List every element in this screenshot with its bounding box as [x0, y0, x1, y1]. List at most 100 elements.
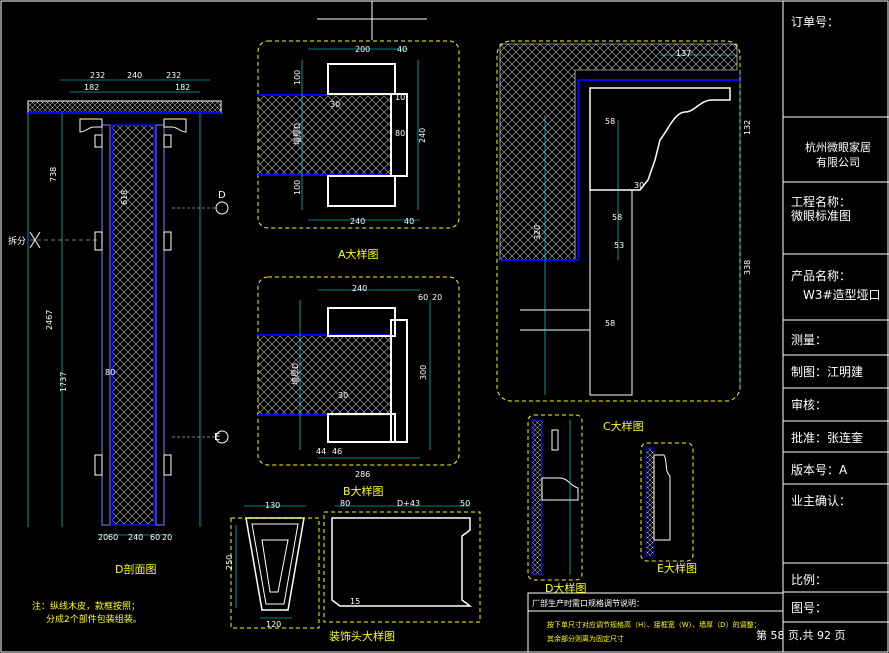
- note-box-line2: 其余部分则离为固定尺寸: [547, 634, 624, 643]
- title-company: 杭州微眼家居 有限公司: [790, 140, 886, 170]
- label-detail-e: E大样图: [657, 561, 697, 575]
- title-block-dividers: [783, 116, 889, 623]
- ornament-side: [331, 517, 473, 607]
- dim: 40: [404, 217, 414, 226]
- dim: 墙厚D: [290, 363, 300, 385]
- crown-left: [79, 118, 103, 133]
- callout-d-circle: [215, 201, 229, 215]
- dim: 182: [84, 83, 99, 92]
- dim: 137: [676, 49, 691, 58]
- dim: 20: [162, 533, 172, 542]
- dim: 240: [127, 71, 142, 80]
- title-project-label: 工程名称：: [791, 195, 852, 209]
- ceiling-slab: [27, 100, 222, 114]
- dim: 58: [612, 213, 622, 222]
- dim: 30: [634, 181, 644, 190]
- dim: 2467: [45, 310, 54, 330]
- title-drawn: 制图：江明建: [791, 365, 864, 379]
- note-box-title: 厂部生产时需口规格调节说明：: [532, 598, 644, 608]
- wall-core: [111, 124, 155, 526]
- title-product-value: W3#造型垭口: [803, 288, 881, 302]
- dim: 338: [743, 260, 752, 275]
- dim: 20: [98, 533, 108, 542]
- dim: 30: [338, 391, 348, 400]
- title-approve: 批准：张连奎: [791, 431, 864, 445]
- detail-a: [257, 40, 460, 229]
- label-marker-e: E: [214, 432, 220, 443]
- pillar-right: [155, 124, 165, 526]
- dim: 240: [350, 217, 365, 226]
- dim: 100: [293, 180, 302, 195]
- label-detail-c: C大样图: [603, 419, 644, 433]
- dim: 60: [108, 533, 118, 542]
- dim: 80: [105, 368, 115, 377]
- note-box-line1: 按下单尺寸对应调节规格高（H）、接框宽（W）、墙厚（D）的调整；: [547, 620, 761, 629]
- page-footer: 第 58 页,共 92 页: [756, 629, 846, 642]
- dim: 232: [90, 71, 105, 80]
- dim: 80: [395, 129, 405, 138]
- split-marker: [29, 231, 41, 249]
- dim: 200: [355, 45, 370, 54]
- note-left-2: 分成2个部件包装组装。: [46, 613, 142, 625]
- detail-d-box: [527, 414, 583, 581]
- dim: 15: [350, 597, 360, 606]
- ornament-front: [245, 517, 305, 611]
- dim: 286: [355, 470, 370, 479]
- label-detail-d: D大样图: [545, 581, 586, 595]
- dim: 240: [128, 533, 143, 542]
- title-scale: 比例：: [791, 573, 828, 587]
- title-version: 版本号：A: [791, 463, 848, 477]
- dim: 182: [175, 83, 190, 92]
- detail-c: [496, 40, 741, 402]
- dim: 250: [225, 555, 234, 570]
- company-line-1: 杭州微眼家居: [805, 141, 871, 154]
- crown-right: [163, 118, 187, 133]
- dim: 44: [316, 447, 326, 456]
- dim: 53: [614, 241, 624, 250]
- label-detail-b: B大样图: [343, 484, 384, 498]
- label-ornament: 装饰头大样图: [329, 629, 395, 643]
- dim: 320: [533, 225, 542, 240]
- pillar-left: [101, 124, 111, 526]
- dim: 50: [460, 499, 470, 508]
- dim: 618: [120, 190, 129, 205]
- label-split: 拆分: [8, 235, 26, 247]
- dim: 300: [419, 365, 428, 380]
- dim: 132: [743, 120, 752, 135]
- dim: 46: [332, 447, 342, 456]
- dim: 40: [397, 45, 407, 54]
- dim: D+43: [397, 499, 420, 508]
- dim: 1737: [59, 372, 68, 392]
- title-sheet: 图号：: [791, 601, 828, 615]
- title-order-no: 订单号：: [791, 15, 840, 29]
- dim: 60: [418, 293, 428, 302]
- title-review: 审核：: [791, 398, 828, 412]
- dim: 232: [166, 71, 181, 80]
- dim: 58: [605, 319, 615, 328]
- note-left-1: 注：纵线木皮，款框按照；: [32, 600, 140, 612]
- label-side-view: D剖面图: [115, 562, 156, 576]
- section-view-d: [27, 79, 229, 536]
- company-line-2: 有限公司: [816, 156, 860, 169]
- dim: 20: [432, 293, 442, 302]
- dim: 120: [266, 620, 281, 629]
- dim: 130: [265, 501, 280, 510]
- title-product-label: 产品名称：: [791, 269, 852, 283]
- title-project-value: 微眼标准图: [791, 209, 852, 223]
- detail-e-box: [640, 442, 694, 562]
- dim: 10: [395, 93, 405, 102]
- title-owner: 业主确认：: [791, 494, 852, 508]
- dim: 80: [340, 499, 350, 508]
- dim: 240: [352, 284, 367, 293]
- title-survey: 测量：: [791, 333, 828, 347]
- dim: 58: [605, 117, 615, 126]
- dim: 738: [49, 167, 58, 182]
- label-detail-a: A大样图: [338, 247, 379, 261]
- detail-d: [527, 414, 583, 581]
- dim: 60: [150, 533, 160, 542]
- detail-b: [257, 276, 460, 466]
- dim: 100: [293, 70, 302, 85]
- dim: 墙厚D: [292, 123, 302, 145]
